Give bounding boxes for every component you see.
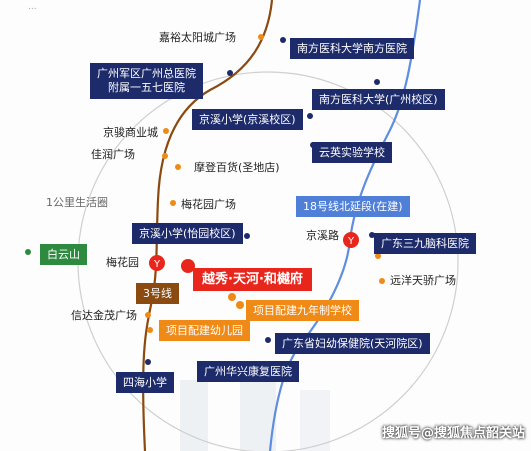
army-hospital-line2: 附属一五七医院 <box>108 81 185 94</box>
place-sihai-school: 四海小学 <box>116 372 174 393</box>
metro-line-18 <box>268 0 422 451</box>
place-yuanyang: 远洋天骄广场 <box>390 274 456 287</box>
building-shape <box>240 372 276 451</box>
building-shape <box>300 390 330 451</box>
station-jingxilu: 京溪路 <box>306 229 339 242</box>
line-18-label: 18号线北延段(在建) <box>296 196 410 217</box>
army-hospital-line1: 广州军区广州总医院 <box>97 67 196 80</box>
place-modeng: 摩登百货(圣地店) <box>194 161 280 174</box>
circle-label: 1公里生活圈 <box>46 196 108 209</box>
metro-logo-glyph: Y <box>153 259 161 270</box>
place-jiayu: 嘉裕太阳城广场 <box>159 31 236 44</box>
place-yunying-school: 云英实验学校 <box>312 142 392 163</box>
place-nanfang-university: 南方医科大学(广州校区) <box>312 89 445 110</box>
place-guangdong-neuro: 广东三九脑科医院 <box>374 233 476 254</box>
place-meihuayuan-plaza: 梅花园广场 <box>181 198 236 211</box>
watermark: 搜狐号@搜狐焦点韶关站 <box>381 426 525 441</box>
place-jingxi-school-yiyuan: 京溪小学(怡园校区) <box>132 223 243 244</box>
place-xinda: 信达金茂广场 <box>71 309 137 322</box>
poi-dots-orange <box>145 34 385 333</box>
header-fragment: ... <box>28 2 37 12</box>
place-baiyunshan: 白云山 <box>40 244 87 265</box>
place-kindergarten: 项目配建幼儿园 <box>159 320 250 341</box>
place-women-child-hospital: 广东省妇幼保健院(天河院区) <box>275 333 430 354</box>
metro-station-icon <box>149 255 165 271</box>
place-jingjun: 京骏商业城 <box>103 126 158 139</box>
project-label: 越秀·天河·和樾府 <box>193 268 312 291</box>
place-huaxing-hospital: 广州华兴康复医院 <box>197 361 299 382</box>
line-3-label: 3号线 <box>136 283 179 304</box>
place-ninth-grade-school: 项目配建九年制学校 <box>246 300 359 321</box>
project-marker-icon <box>181 259 195 273</box>
place-jiarun: 佳润广场 <box>91 148 135 161</box>
station-meihuayuan: 梅花园 <box>106 256 139 269</box>
place-army-hospital: 广州军区广州总医院 附属一五七医院 <box>90 63 203 99</box>
place-jingxi-school-jingxi: 京溪小学(京溪校区) <box>192 109 303 130</box>
place-nanfang-hospital: 南方医科大学南方医院 <box>290 38 414 59</box>
metro-station-icon <box>343 232 359 248</box>
building-shape <box>180 380 208 451</box>
metro-line-3 <box>142 0 274 451</box>
metro-logo-glyph: Y <box>347 236 355 247</box>
poi-dot-green <box>25 249 31 255</box>
